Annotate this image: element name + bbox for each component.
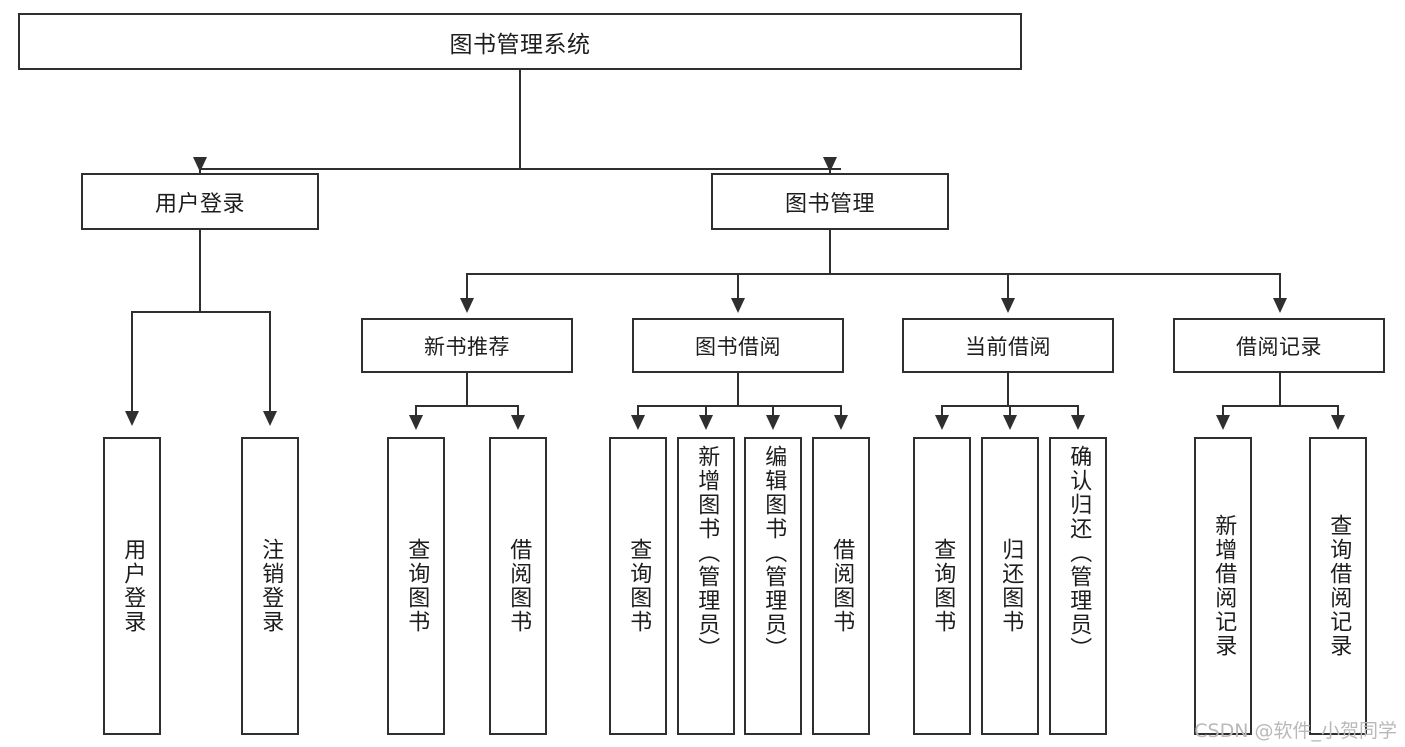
connector-new-book-child-1 [415, 405, 417, 422]
node-label: 图书管理系统 [449, 31, 591, 58]
node-label: 借阅图书 [829, 538, 855, 634]
node-label: 注销登录 [258, 538, 284, 634]
arrowhead-current-borrow-child-1 [935, 415, 949, 430]
arrowhead-book-borrow-child-4 [834, 415, 848, 430]
node-user-login[interactable]: 用户登录 [81, 173, 319, 230]
arrowhead-book-borrow-child-2 [699, 415, 713, 430]
connector-book-borrow-stem [737, 373, 739, 407]
node-root-book-management-system[interactable]: 图书管理系统 [18, 13, 1022, 70]
leaf-user-login[interactable]: 用户登录 [103, 437, 161, 735]
connector-new-book-child-2 [517, 405, 519, 422]
connector-user-login-bar [131, 311, 269, 313]
node-label: 确认归还（管理员） [1066, 445, 1092, 661]
connector-current-borrow-child-2 [1009, 405, 1011, 422]
arrowhead-new-book-child-2 [511, 415, 525, 430]
connector-book-borrow-child-1 [637, 405, 639, 422]
node-label: 借阅图书 [506, 538, 532, 634]
connector-borrow-record-child-1 [1222, 405, 1224, 422]
connector-current-borrow-child-3 [1077, 405, 1079, 422]
leaf-edit-book-admin[interactable]: 编辑图书（管理员） [744, 437, 802, 735]
connector-user-login-child-2 [269, 311, 271, 421]
connector-new-book-stem [466, 373, 468, 407]
leaf-add-borrow-record[interactable]: 新增借阅记录 [1194, 437, 1252, 735]
node-label: 借阅记录 [1236, 334, 1322, 359]
leaf-return-book[interactable]: 归还图书 [981, 437, 1039, 735]
node-label: 图书借阅 [695, 334, 781, 359]
arrowhead-user-login-child-2 [263, 411, 277, 426]
node-book-borrow[interactable]: 图书借阅 [632, 318, 844, 373]
node-label: 图书管理 [784, 191, 875, 217]
leaf-query-book-current[interactable]: 查询图书 [913, 437, 971, 735]
connector-book-manage-stem [829, 230, 831, 275]
arrowhead-book-manage-child-3 [1001, 298, 1015, 313]
arrowhead-current-borrow-child-2 [1003, 415, 1017, 430]
connector-user-login-child-1 [131, 311, 133, 421]
arrowhead-borrow-record-child-1 [1216, 415, 1230, 430]
connector-root-bar [199, 168, 841, 170]
connector-new-book-bar [415, 405, 517, 407]
arrowhead-book-manage-child-1 [460, 298, 474, 313]
arrowhead-book-manage-child-2 [731, 298, 745, 313]
connector-book-manage-child-1 [466, 273, 468, 306]
node-label: 新增借阅记录 [1211, 514, 1237, 658]
arrowhead-book-borrow-child-3 [766, 415, 780, 430]
leaf-query-borrow-record[interactable]: 查询借阅记录 [1309, 437, 1367, 735]
connector-borrow-record-bar [1222, 405, 1337, 407]
leaf-borrow-book-borrow[interactable]: 借阅图书 [812, 437, 870, 735]
connector-book-borrow-child-4 [840, 405, 842, 422]
connector-book-borrow-child-2 [705, 405, 707, 422]
arrowhead-book-manage-child-4 [1273, 298, 1287, 313]
node-label: 编辑图书（管理员） [761, 445, 787, 661]
connector-user-login-stem [199, 230, 201, 313]
leaf-logout-login[interactable]: 注销登录 [241, 437, 299, 735]
node-label: 新书推荐 [424, 334, 510, 359]
leaf-borrow-book-new-recommend[interactable]: 借阅图书 [489, 437, 547, 735]
connector-book-manage-child-3 [1007, 273, 1009, 306]
arrowhead-borrow-record-child-2 [1331, 415, 1345, 430]
connector-book-borrow-bar [637, 405, 840, 407]
node-label: 用户登录 [120, 538, 146, 634]
connector-book-borrow-child-3 [772, 405, 774, 422]
arrowhead-root-to-book-manage [823, 157, 837, 172]
connector-current-borrow-stem [1007, 373, 1009, 407]
node-label: 查询图书 [626, 538, 652, 634]
arrowhead-book-borrow-child-1 [631, 415, 645, 430]
arrowhead-current-borrow-child-3 [1071, 415, 1085, 430]
connector-current-borrow-child-1 [941, 405, 943, 422]
connector-borrow-record-child-2 [1337, 405, 1339, 422]
csdn-watermark: CSDN @软件_小贺同学 [1194, 720, 1397, 742]
node-current-borrow[interactable]: 当前借阅 [902, 318, 1114, 373]
arrowhead-root-to-user-login [193, 157, 207, 172]
leaf-query-book-new-recommend[interactable]: 查询图书 [387, 437, 445, 735]
connector-root-stem [519, 70, 521, 169]
connector-book-manage-child-2 [737, 273, 739, 306]
leaf-add-book-admin[interactable]: 新增图书（管理员） [677, 437, 735, 735]
node-book-management[interactable]: 图书管理 [711, 173, 949, 230]
node-label: 用户登录 [154, 191, 245, 217]
node-label: 查询图书 [930, 538, 956, 634]
node-new-book-recommend[interactable]: 新书推荐 [361, 318, 573, 373]
arrowhead-user-login-child-1 [125, 411, 139, 426]
connector-book-manage-child-4 [1279, 273, 1281, 306]
arrowhead-new-book-child-1 [409, 415, 423, 430]
node-label: 当前借阅 [965, 334, 1051, 359]
node-label: 归还图书 [998, 538, 1024, 634]
node-borrow-record[interactable]: 借阅记录 [1173, 318, 1385, 373]
node-label: 查询图书 [404, 538, 430, 634]
leaf-confirm-return-admin[interactable]: 确认归还（管理员） [1049, 437, 1107, 735]
node-label: 查询借阅记录 [1326, 514, 1352, 658]
connector-book-manage-bar [466, 273, 1281, 275]
connector-borrow-record-stem [1279, 373, 1281, 407]
leaf-query-book-borrow[interactable]: 查询图书 [609, 437, 667, 735]
node-label: 新增图书（管理员） [694, 445, 720, 661]
